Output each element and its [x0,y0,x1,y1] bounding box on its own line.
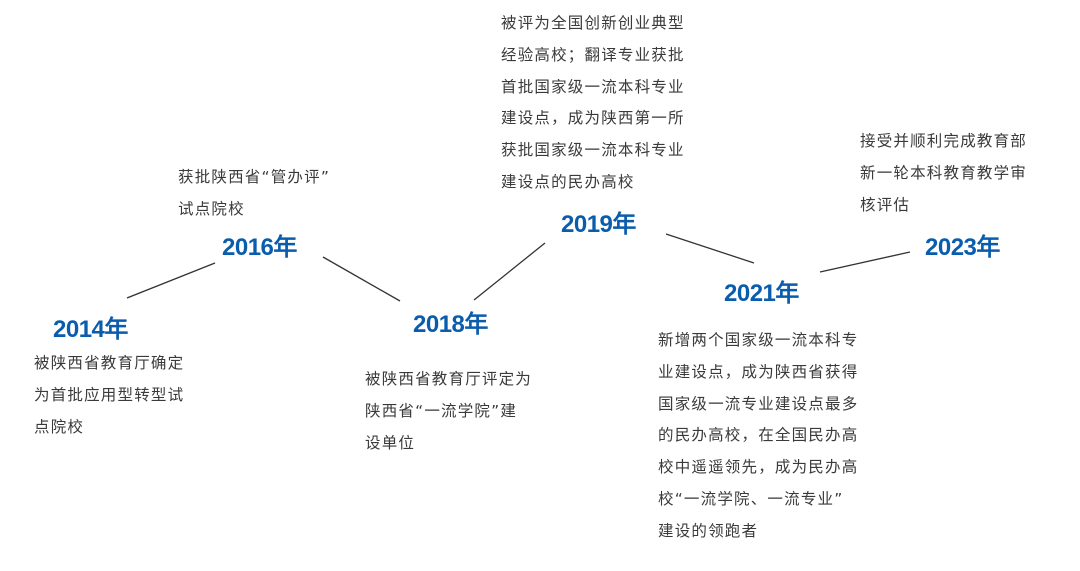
milestone-desc-2014: 被陕西省教育厅确定 为首批应用型转型试 点院校 [34,348,184,443]
milestone-desc-2018: 被陕西省教育厅评定为 陕西省“一流学院”建 设单位 [365,364,532,459]
connector-2016-2018 [322,256,401,302]
desc-line: 被陕西省教育厅评定为 [365,370,533,388]
milestone-year-2023: 2023年 [925,234,1000,261]
desc-line: 建设点，成为陕西第一所 [501,109,685,128]
desc-line: 建设的领跑者 [658,521,759,540]
desc-line: 为首批应用型转型试 [34,385,185,404]
desc-line: 获批国家级一流本科专业 [501,141,685,160]
milestone-desc-2021: 新增两个国家级一流本科专 业建设点，成为陕西省获得 国家级一流专业建设点最多 的… [658,325,858,548]
desc-line: 接受并顺利完成教育部 [860,132,1028,150]
desc-line: 的民办高校，在全国民办高 [658,426,859,445]
milestone-desc-2023: 接受并顺利完成教育部 新一轮本科教育教学审 核评估 [860,126,1027,221]
milestone-year-2021: 2021年 [724,280,799,307]
desc-line: 业建设点，成为陕西省获得 [658,362,859,381]
connector-2021-2023 [819,251,911,273]
connector-2014-2016 [126,262,216,299]
connector-2019-2021 [665,233,755,264]
desc-line: 试点院校 [178,199,245,218]
desc-line: 核评估 [860,195,911,214]
milestone-year-2014: 2014年 [53,316,128,343]
connector-2018-2019 [473,242,546,301]
desc-line: 新一轮本科教育教学审 [860,163,1028,182]
milestone-desc-2019: 被评为全国创新创业典型 经验高校；翻译专业获批 首批国家级一流本科专业 建设点，… [501,8,685,199]
milestone-desc-2016: 获批陕西省“管办评” 试点院校 [178,162,330,226]
desc-line: 首批国家级一流本科专业 [501,77,685,96]
desc-line: 点院校 [34,417,85,436]
desc-line: 获批陕西省“管办评” [178,168,331,186]
milestone-year-2016: 2016年 [222,234,297,261]
desc-line: 国家级一流专业建设点最多 [658,394,859,413]
desc-line: 经验高校；翻译专业获批 [501,45,685,64]
milestone-year-2018: 2018年 [413,311,488,338]
desc-line: 被陕西省教育厅确定 [34,354,185,372]
desc-line: 建设点的民办高校 [501,172,635,191]
desc-line: 校“一流学院、一流专业” [658,489,844,508]
desc-line: 被评为全国创新创业典型 [501,14,685,32]
desc-line: 新增两个国家级一流本科专 [658,331,859,349]
milestone-year-2019: 2019年 [561,211,636,238]
desc-line: 陕西省“一流学院”建 [365,401,518,420]
desc-line: 校中遥遥领先，成为民办高 [658,458,859,477]
desc-line: 设单位 [365,433,416,452]
